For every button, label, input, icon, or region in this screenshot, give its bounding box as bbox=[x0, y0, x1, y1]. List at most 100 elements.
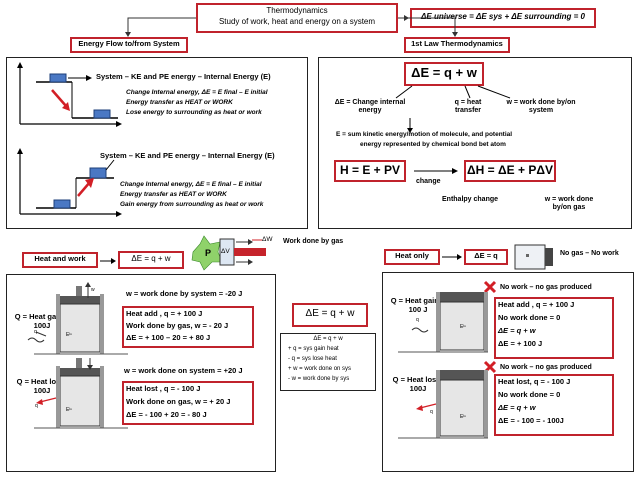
ho-piston-2 bbox=[398, 370, 488, 439]
hw-q-1: q bbox=[34, 329, 37, 335]
heat-only-eq: ΔE = q bbox=[474, 251, 498, 260]
bottom-system-title: System – KE and PE energy – Internal Ene… bbox=[100, 151, 275, 160]
delta-v-label: ΔV bbox=[221, 248, 230, 255]
ho-case2-line-2: No work done = 0 bbox=[498, 390, 561, 399]
hw-case2-box bbox=[122, 381, 254, 425]
energy-flow-box bbox=[70, 37, 188, 53]
gas-piston-icon bbox=[191, 235, 266, 271]
de-definition: ΔE = Change internal energy bbox=[334, 99, 406, 115]
ho-case2-box bbox=[494, 374, 614, 436]
bottom-line-1: Change Internal energy, ΔE = E final – E… bbox=[120, 181, 262, 188]
heat-work-eq: ΔE = q + w bbox=[131, 254, 171, 263]
cross-icon bbox=[483, 280, 497, 294]
ho-case1-q: Q = Heat gain + 100 J bbox=[390, 296, 446, 314]
hw-case2-line-3: ΔE = - 100 + 20 = - 80 J bbox=[126, 410, 207, 419]
hw-ein-1: Eᴵⁿ bbox=[66, 332, 72, 338]
ho-ein-1: Eᴵⁿ bbox=[460, 324, 466, 330]
hw-w-1: w bbox=[91, 287, 95, 293]
ho-case2-line-1: Heat lost, q = - 100 J bbox=[498, 377, 571, 386]
hw-case1-line-3: ΔE = + 100 – 20 = + 80 J bbox=[126, 333, 211, 342]
bottom-line-2: Energy transfer as HEAT or WORK bbox=[120, 191, 227, 198]
top-line-1: Change Internal energy, ΔE = E final – E… bbox=[126, 89, 268, 96]
dh-eq-box bbox=[464, 160, 556, 182]
hw-case1-w: w = work done by system = -20 J bbox=[126, 289, 243, 298]
first-law-label: 1st Law Thermodynamics bbox=[411, 39, 503, 48]
energy-diagram-bottom bbox=[17, 148, 122, 217]
heat-work-box bbox=[22, 252, 98, 268]
sign-line-3: + w = work done on sys bbox=[288, 366, 352, 372]
heat-only-label: Heat only bbox=[395, 251, 429, 260]
hw-case2-line-2: Work done on gas, w = + 20 J bbox=[126, 397, 231, 406]
w-gas-definition: w = work done by/on gas bbox=[544, 196, 594, 212]
middle-eq-box bbox=[292, 303, 368, 327]
header-connectors bbox=[125, 15, 458, 37]
pressure-label: P bbox=[205, 248, 212, 258]
ho-q-2: q bbox=[430, 409, 433, 415]
enthalpy-label: Enthalpy change bbox=[442, 196, 499, 203]
ho-case1-line-4: ΔE = + 100 J bbox=[498, 339, 543, 348]
heat-only-arrow bbox=[442, 254, 462, 260]
hw-ein-2: Eᴵⁿ bbox=[66, 407, 72, 413]
ho-case1-line-2: No work done = 0 bbox=[498, 313, 561, 322]
de-eq: ΔE = q + w bbox=[411, 65, 477, 80]
energy-diagram-top bbox=[17, 62, 122, 127]
heat-work-arrow bbox=[100, 258, 116, 264]
title-box bbox=[196, 3, 398, 33]
e-definition-1: E = sum kinetic energy/motion of molecul… bbox=[336, 131, 513, 138]
change-label: change bbox=[416, 178, 441, 185]
dh-eq: ΔH = ΔE + PΔV bbox=[467, 163, 553, 177]
ho-q-1: q bbox=[416, 317, 419, 323]
e-definition-2: energy represented by chemical bond bet … bbox=[360, 141, 506, 148]
hw-case2-line-1: Heat lost , q = - 100 J bbox=[126, 384, 201, 393]
heat-only-box bbox=[384, 249, 440, 265]
hw-case2-w: w = work done on system = +20 J bbox=[124, 366, 243, 375]
top-line-3: Lose energy to surrounding as heat or wo… bbox=[126, 109, 262, 116]
ho-ein-2: Eᴵⁿ bbox=[460, 414, 466, 420]
ho-case2-q: Q = Heat lost - 100J bbox=[392, 375, 444, 393]
hw-case1-line-1: Heat add , q = + 100 J bbox=[126, 309, 203, 318]
ho-case1-line-3: ΔE = q + w bbox=[498, 326, 536, 335]
h-eq-box bbox=[334, 160, 406, 182]
bottom-line-3: Gain energy from surrounding as heat or … bbox=[120, 201, 264, 208]
down-arrow bbox=[407, 118, 413, 133]
ho-piston-1 bbox=[398, 292, 488, 353]
closed-cylinder-icon bbox=[514, 244, 553, 270]
subtitle: Study of work, heat and energy on a syst… bbox=[218, 17, 376, 26]
heat-work-eq-box bbox=[118, 251, 184, 269]
hw-q-2: q bbox=[35, 403, 38, 409]
heat-work-label: Heat and work bbox=[34, 254, 86, 263]
w-definition: w = work done by/on system bbox=[506, 99, 576, 115]
ho-case2-line-3: ΔE = q + w bbox=[498, 403, 536, 412]
title: Thermodynamics bbox=[266, 6, 328, 15]
top-line-2: Energy transfer as HEAT or WORK bbox=[126, 99, 233, 106]
hw-case1-box bbox=[122, 306, 254, 348]
ho-case1-line-1: Heat add , q = + 100 J bbox=[498, 300, 575, 309]
middle-eq: ΔE = q + w bbox=[305, 308, 355, 319]
hw-piston-2 bbox=[34, 358, 128, 429]
universe-eq: ΔE universe = ΔE sys + ΔE surrounding = … bbox=[421, 12, 585, 21]
sign-line-2: - q = sys lose heat bbox=[288, 356, 337, 362]
q-definition: q = heat transfer bbox=[454, 99, 482, 115]
delta-w-label: ΔW bbox=[262, 236, 273, 243]
hw-case2-q: Q = Heat lost - 100J bbox=[16, 377, 68, 395]
de-eq-arrows bbox=[395, 85, 511, 99]
h-eq: H = E + PV bbox=[339, 163, 401, 177]
hw-case1-line-2: Work done by gas, w = - 20 J bbox=[126, 321, 229, 330]
sign-line-4: - w = work done by sys bbox=[288, 376, 350, 382]
sign-convention-box bbox=[280, 333, 376, 391]
ho-case2-note: No work – no gas produced bbox=[500, 364, 592, 371]
energy-flow-label: Energy Flow to/from System bbox=[78, 39, 180, 48]
sign-line-1: + q = sys gain heat bbox=[288, 346, 339, 352]
hw-case1-q: Q = Heat gain + 100J bbox=[14, 312, 70, 330]
no-gas-label: No gas – No work bbox=[560, 250, 619, 257]
heat-only-eq-box bbox=[464, 249, 508, 265]
work-by-gas-label: Work done by gas bbox=[283, 238, 344, 245]
sign-line-0: ΔE = q + w bbox=[313, 336, 343, 342]
change-arrow bbox=[414, 168, 458, 174]
top-system-title: System – KE and PE energy – Internal Ene… bbox=[96, 72, 271, 81]
first-law-box bbox=[404, 37, 510, 53]
ho-case1-note: No work – no gas produced bbox=[500, 284, 592, 291]
hw-piston-1 bbox=[27, 282, 128, 355]
ho-case2-line-4: ΔE = - 100 = - 100J bbox=[498, 416, 564, 425]
de-eq-box bbox=[404, 62, 484, 86]
